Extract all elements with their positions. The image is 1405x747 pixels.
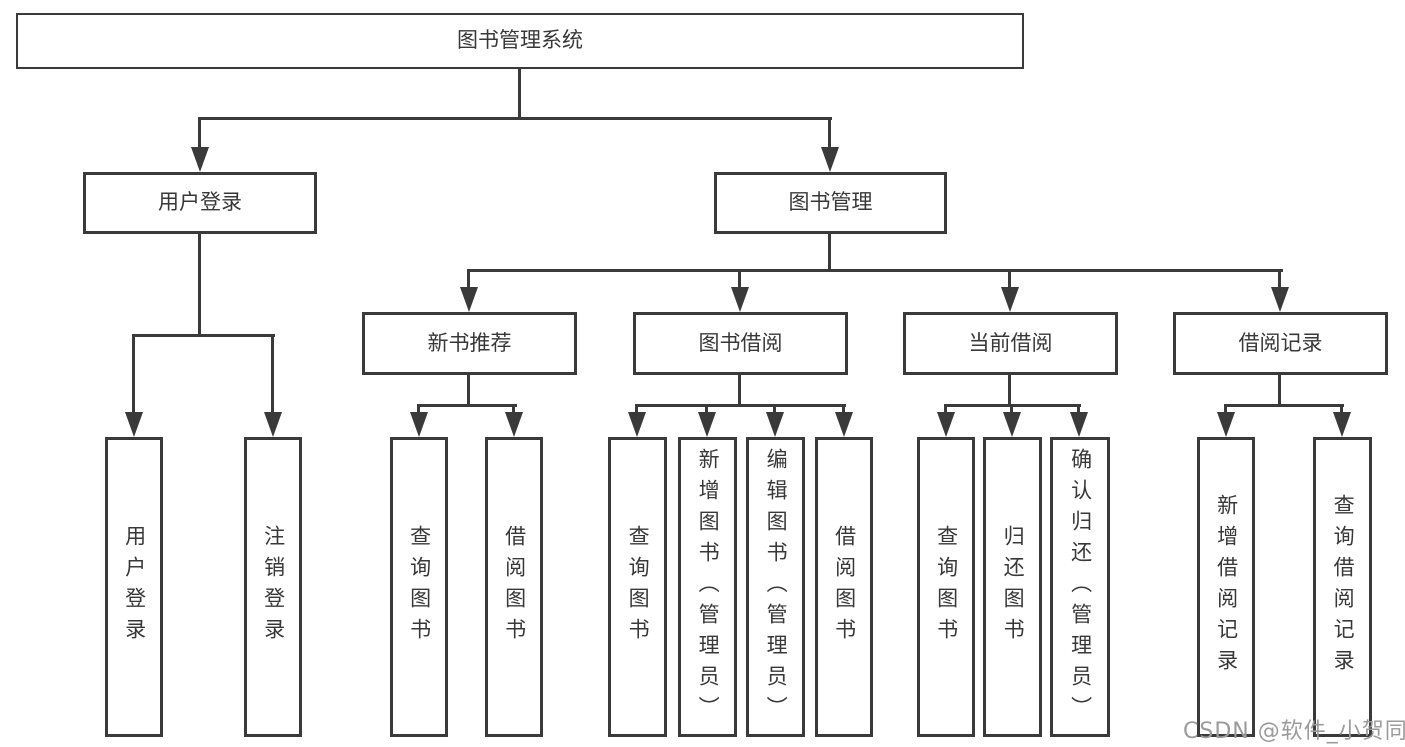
connector-drop-leaf-login (132, 334, 135, 414)
node-book-mgmt: 图书管理 (714, 172, 947, 234)
arrowhead-book-borrow-icon (731, 287, 749, 312)
leaf-borrow-query: 查询图书 (608, 437, 667, 737)
connector-borrowrecord-hline (1224, 404, 1344, 407)
connector-bookmgmt-stub (828, 234, 831, 272)
arrowhead-bb-add-icon (698, 412, 716, 437)
connector-drop-cb-confirm (1077, 404, 1080, 414)
connector-drop-book-borrow (738, 269, 741, 289)
connector-drop-user-login (198, 117, 201, 150)
arrowhead-leaf-login-icon (125, 412, 143, 437)
leaf-record-add: 新增借阅记录 (1197, 437, 1255, 737)
connector-userlogin-stub (198, 234, 201, 337)
connector-borrowrecord-stub (1278, 375, 1281, 407)
connector-drop-current-borrow (1008, 269, 1011, 289)
connector-drop-br-query (1340, 404, 1343, 414)
arrowhead-cb-return-icon (1003, 412, 1021, 437)
node-current-borrow: 当前借阅 (903, 312, 1118, 375)
node-book-borrow: 图书借阅 (633, 312, 848, 375)
leaf-current-query: 查询图书 (917, 437, 975, 737)
leaf-newbook-borrow: 借阅图书 (485, 437, 543, 737)
leaf-borrow-add-admin: 新增图书（管理员） (678, 437, 737, 737)
connector-drop-br-add (1224, 404, 1227, 414)
node-root: 图书管理系统 (16, 13, 1024, 69)
connector-bookborrow-stub (738, 375, 741, 407)
connector-drop-book-mgmt (828, 117, 831, 150)
arrowhead-borrow-record-icon (1271, 287, 1289, 312)
connector-drop-nb-borrow (512, 404, 515, 414)
connector-newbook-hline (417, 404, 517, 407)
arrowhead-bb-borrow-icon (835, 412, 853, 437)
connector-drop-borrow-record (1278, 269, 1281, 289)
arrowhead-leaf-logout-icon (264, 412, 282, 437)
leaf-logout: 注销登录 (244, 437, 302, 737)
leaf-borrow-edit-admin: 编辑图书（管理员） (746, 437, 805, 737)
connector-drop-bb-borrow (842, 404, 845, 414)
connector-drop-bb-query (635, 404, 638, 414)
leaf-borrow-borrow: 借阅图书 (815, 437, 873, 737)
connector-drop-leaf-logout (271, 334, 274, 414)
arrowhead-book-mgmt-icon (821, 147, 839, 172)
connector-drop-new-book (467, 269, 470, 289)
node-borrow-record: 借阅记录 (1173, 312, 1388, 375)
arrowhead-new-book-icon (460, 287, 478, 312)
arrowhead-nb-borrow-icon (505, 412, 523, 437)
connector-drop-nb-query (417, 404, 420, 414)
connector-newbook-stub (467, 375, 470, 407)
arrowhead-bb-edit-icon (766, 412, 784, 437)
connector-drop-bb-add (705, 404, 708, 414)
arrowhead-nb-query-icon (410, 412, 428, 437)
arrowhead-cb-confirm-icon (1070, 412, 1088, 437)
leaf-record-query: 查询借阅记录 (1313, 437, 1372, 737)
connector-userlogin-hline (132, 334, 275, 337)
node-new-book: 新书推荐 (362, 312, 577, 375)
leaf-current-confirm-admin: 确认归还（管理员） (1050, 437, 1110, 737)
leaf-newbook-query: 查询图书 (390, 437, 448, 737)
connector-bookmgmt-hline (467, 269, 1283, 272)
arrowhead-current-borrow-icon (1001, 287, 1019, 312)
connector-drop-bb-edit (773, 404, 776, 414)
connector-root-hline (198, 117, 832, 120)
node-user-login: 用户登录 (83, 172, 317, 234)
watermark: CSDN @软件_小贺同学 (1183, 719, 1405, 744)
connector-currentborrow-stub (1008, 375, 1011, 407)
arrowhead-user-login-icon (191, 147, 209, 172)
leaf-user-login: 用户登录 (105, 437, 163, 737)
connector-drop-cb-return (1010, 404, 1013, 414)
connector-drop-cb-query (944, 404, 947, 414)
arrowhead-br-query-icon (1333, 412, 1351, 437)
connector-root-stub (518, 69, 521, 120)
connector-bookborrow-hline (635, 404, 846, 407)
leaf-current-return: 归还图书 (983, 437, 1042, 737)
arrowhead-cb-query-icon (937, 412, 955, 437)
arrowhead-br-add-icon (1217, 412, 1235, 437)
arrowhead-bb-query-icon (628, 412, 646, 437)
